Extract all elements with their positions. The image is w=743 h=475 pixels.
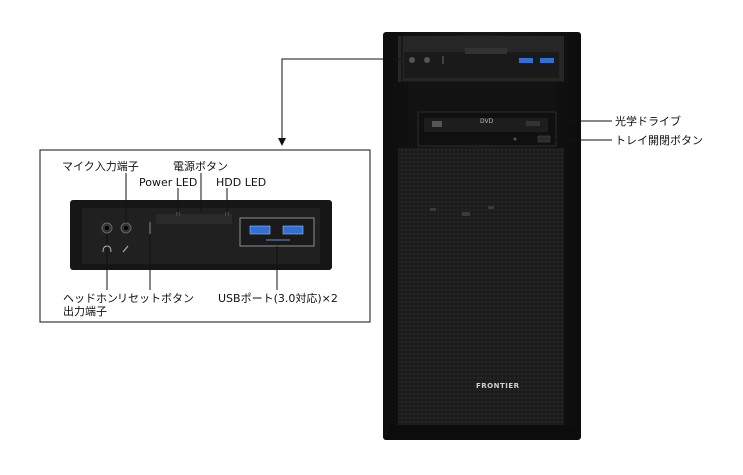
callout-lines [281,58,612,141]
optical-drive-bay [417,111,557,147]
top-io-panel [401,33,567,83]
magnified-inset-frame [39,149,371,323]
label-hdd-led: HDD LED [216,176,267,189]
mesh-dots [430,206,494,216]
label-usb-ports: USBポート(3.0対応)×2 [218,292,338,305]
inset-panel [70,200,332,270]
arrow-down-icon [278,138,286,146]
label-optical-drive: 光学ドライブ [615,115,681,128]
microphone-icon [121,238,131,253]
label-headphone-line1: ヘッドホン [63,292,118,305]
label-power-led: Power LED [139,176,198,189]
label-power-button: 電源ボタン [173,160,228,173]
inset-callouts [106,173,278,290]
headphone-icon [101,238,113,253]
label-headphone-line2: 出力端子 [63,305,107,318]
label-mic-input: マイク入力端子 [62,160,139,173]
label-reset-button: リセットボタン [117,292,194,305]
dvd-logo: DVD [480,118,494,125]
brand-logo: FRONTIER [476,382,520,390]
label-tray-eject: トレイ開閉ボタン [615,134,703,147]
pc-tower [383,32,581,440]
